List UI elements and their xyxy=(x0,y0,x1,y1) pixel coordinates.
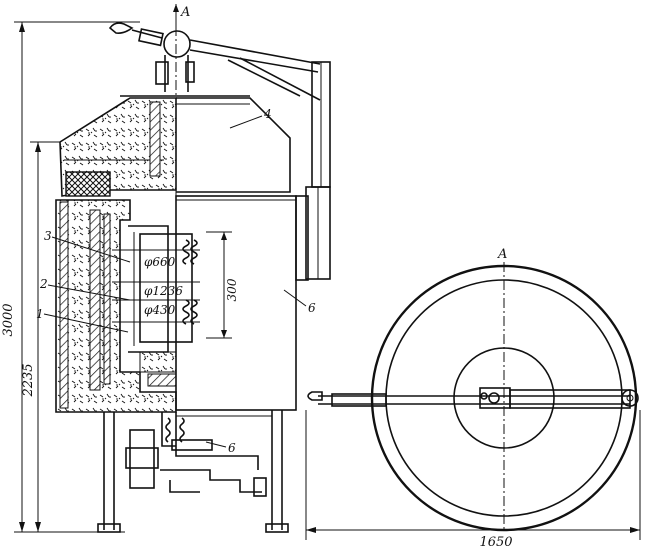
diameter-label-1236: φ1236 xyxy=(144,284,183,298)
diameter-label-660: φ660 xyxy=(144,255,176,269)
heating-element xyxy=(112,233,200,343)
callout-3: 3 xyxy=(44,229,52,243)
dimension-plan-width xyxy=(305,410,641,540)
section-mark-plan: A xyxy=(497,247,507,262)
callout-6b: 6 xyxy=(228,441,236,455)
dim-body-height-label: 2235 xyxy=(21,363,36,397)
plan-view xyxy=(307,262,639,532)
diameter-label-430: φ430 xyxy=(144,303,176,317)
callout-6a: 6 xyxy=(308,301,316,315)
furnace-body xyxy=(55,195,309,413)
furnace-lid xyxy=(59,95,291,197)
callout-2: 2 xyxy=(39,277,48,291)
counterweight-column xyxy=(305,61,331,280)
dim-total-height-label: 3000 xyxy=(1,303,16,336)
dim-heater-label: 300 xyxy=(225,278,239,301)
section-mark-top: A xyxy=(180,5,190,20)
furnace-base xyxy=(97,410,289,533)
dim-plan-width-label: 1650 xyxy=(479,535,512,550)
callout-4: 4 xyxy=(263,107,272,121)
lifting-handle xyxy=(108,22,321,101)
dimension-heater xyxy=(206,231,232,339)
callout-1: 1 xyxy=(36,307,44,321)
